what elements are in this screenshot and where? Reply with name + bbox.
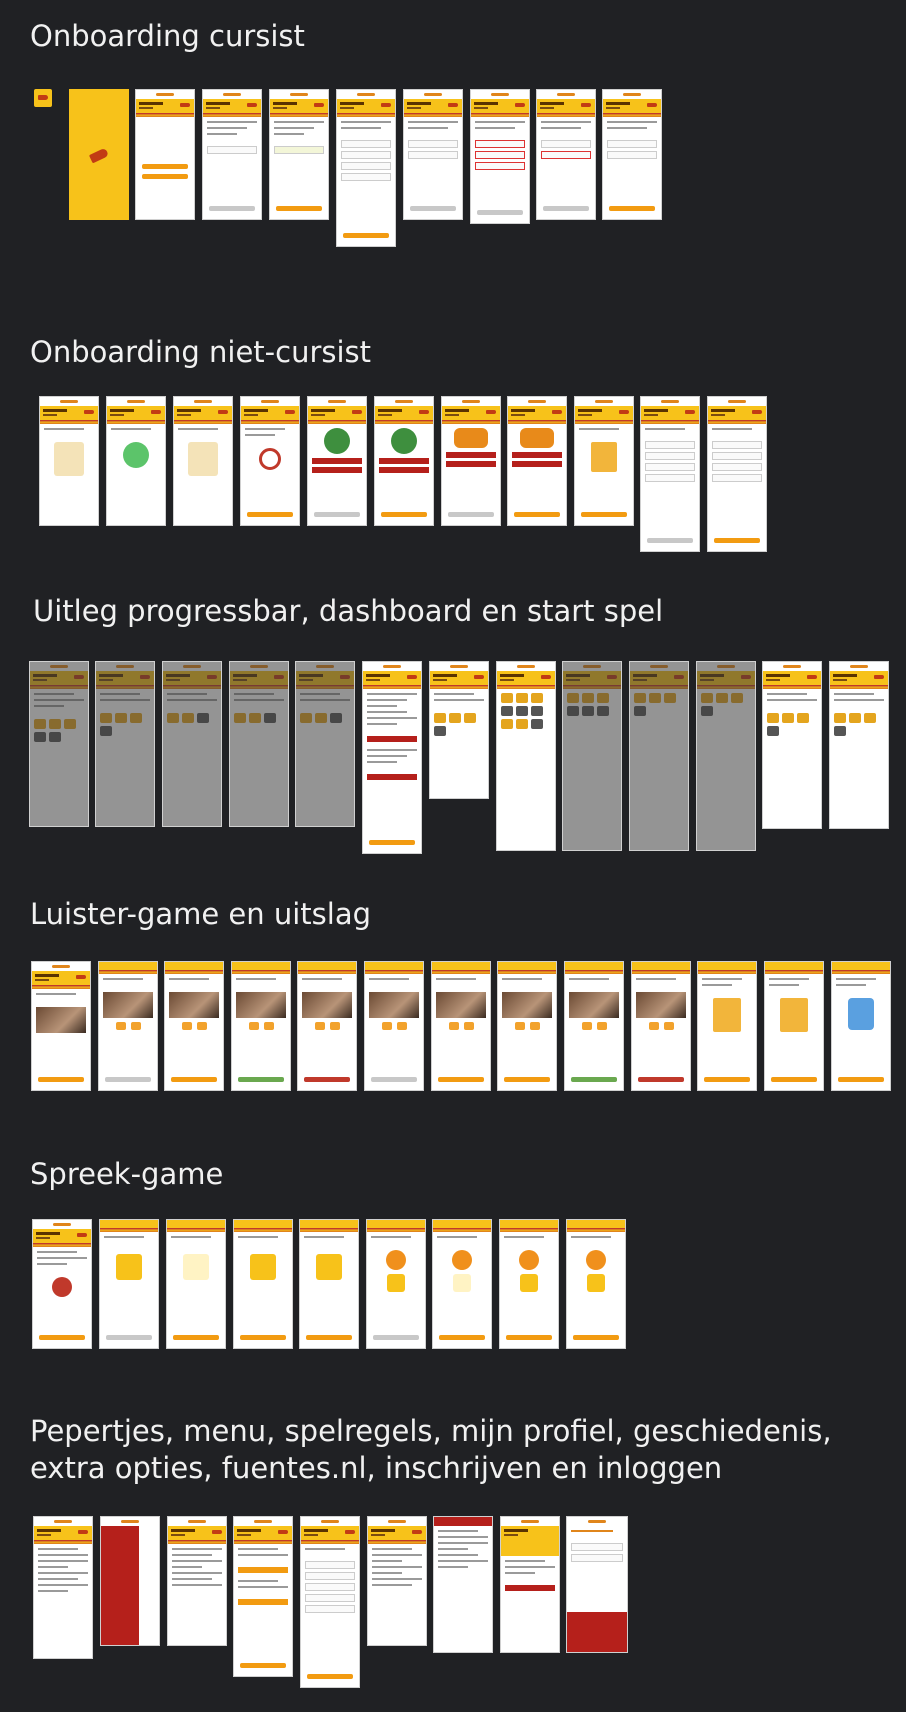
- screen-cursist-5: [470, 89, 530, 224]
- screen-mijn-profiel: [300, 1516, 360, 1688]
- screen-luister-5: [364, 961, 424, 1091]
- section-title-uitleg-progressbar: Uitleg progressbar, dashboard en start s…: [33, 594, 664, 628]
- screen-niet-cursist-6: [374, 396, 434, 526]
- app-icon: [34, 89, 52, 107]
- screen-cursist-1: [202, 89, 262, 220]
- screen-cursist-3: [336, 89, 396, 247]
- screen-progress-2: [95, 661, 155, 827]
- screen-dashboard-2: [762, 661, 822, 829]
- screen-geschiedenis: [367, 1516, 427, 1646]
- screen-juegos-2: [562, 661, 622, 851]
- screen-spreek-2: [166, 1219, 226, 1349]
- screen-cursist-7: [602, 89, 662, 220]
- screen-luister-3: [231, 961, 291, 1091]
- screen-instructies: [233, 1516, 293, 1677]
- screen-extra-opties: [433, 1516, 493, 1653]
- screen-juegos-1: [496, 661, 556, 851]
- screen-niet-cursist-1: [39, 396, 99, 526]
- screen-luister-7: [497, 961, 557, 1091]
- screen-progress-1: [29, 661, 89, 827]
- screen-spreek-intro: [32, 1219, 92, 1349]
- screen-uitslag-1: [697, 961, 757, 1091]
- screen-splash: [69, 89, 129, 220]
- section-title-spreek-game: Spreek-game: [30, 1157, 224, 1191]
- screen-uitslag-2: [764, 961, 824, 1091]
- screen-niet-cursist-7: [441, 396, 501, 526]
- section-title-onboarding-niet-cursist: Onboarding niet-cursist: [30, 335, 372, 369]
- screen-niet-cursist-4: [240, 396, 300, 526]
- screen-dashboard-1: [429, 661, 489, 799]
- screen-niet-cursist-10: [640, 396, 700, 552]
- screen-uitslag-3: [831, 961, 891, 1091]
- screen-pepertjes: [33, 1516, 93, 1659]
- screen-luister-1: [98, 961, 158, 1091]
- screen-juegos-4: [696, 661, 756, 851]
- screen-cursist-6: [536, 89, 596, 220]
- section-title-luister-game: Luister-game en uitslag: [30, 897, 372, 931]
- screen-luister-4: [297, 961, 357, 1091]
- screen-spreek-4: [299, 1219, 359, 1349]
- screen-dashboard-3: [829, 661, 889, 829]
- screen-luister-6: [431, 961, 491, 1091]
- screen-progress-5: [295, 661, 355, 827]
- screen-progress-4: [229, 661, 289, 827]
- screen-inloggen: [566, 1516, 628, 1653]
- screen-luister-intro: [31, 961, 91, 1091]
- screen-spreek-6: [432, 1219, 492, 1349]
- screen-fuentes-nl: [500, 1516, 560, 1653]
- screen-spreek-1: [99, 1219, 159, 1349]
- screen-juegos-3: [629, 661, 689, 851]
- screen-spreek-3: [233, 1219, 293, 1349]
- screen-niet-cursist-5: [307, 396, 367, 526]
- screen-spreek-7: [499, 1219, 559, 1349]
- screen-opciones-extra: [362, 661, 422, 854]
- section-title-pepertjes-line1: Pepertjes, menu, spelregels, mijn profie…: [30, 1414, 832, 1448]
- screen-luister-9: [631, 961, 691, 1091]
- screen-niet-cursist-8: [507, 396, 567, 526]
- section-title-pepertjes-line2: extra opties, fuentes.nl, inschrijven en…: [30, 1451, 723, 1485]
- screen-niet-cursist-2: [106, 396, 166, 526]
- section-title-onboarding-cursist: Onboarding cursist: [30, 19, 305, 53]
- screen-niet-cursist-9: [574, 396, 634, 526]
- screen-luister-8: [564, 961, 624, 1091]
- screen-menu: [100, 1516, 160, 1646]
- screen-bienvenido: [135, 89, 195, 220]
- screen-luister-2: [164, 961, 224, 1091]
- screen-progress-3: [162, 661, 222, 827]
- screen-cursist-4: [403, 89, 463, 220]
- screen-niet-cursist-3: [173, 396, 233, 526]
- screen-spelregels: [167, 1516, 227, 1646]
- screen-spreek-5: [366, 1219, 426, 1349]
- screen-niet-cursist-11: [707, 396, 767, 552]
- screen-spreek-8: [566, 1219, 626, 1349]
- screen-cursist-2: [269, 89, 329, 220]
